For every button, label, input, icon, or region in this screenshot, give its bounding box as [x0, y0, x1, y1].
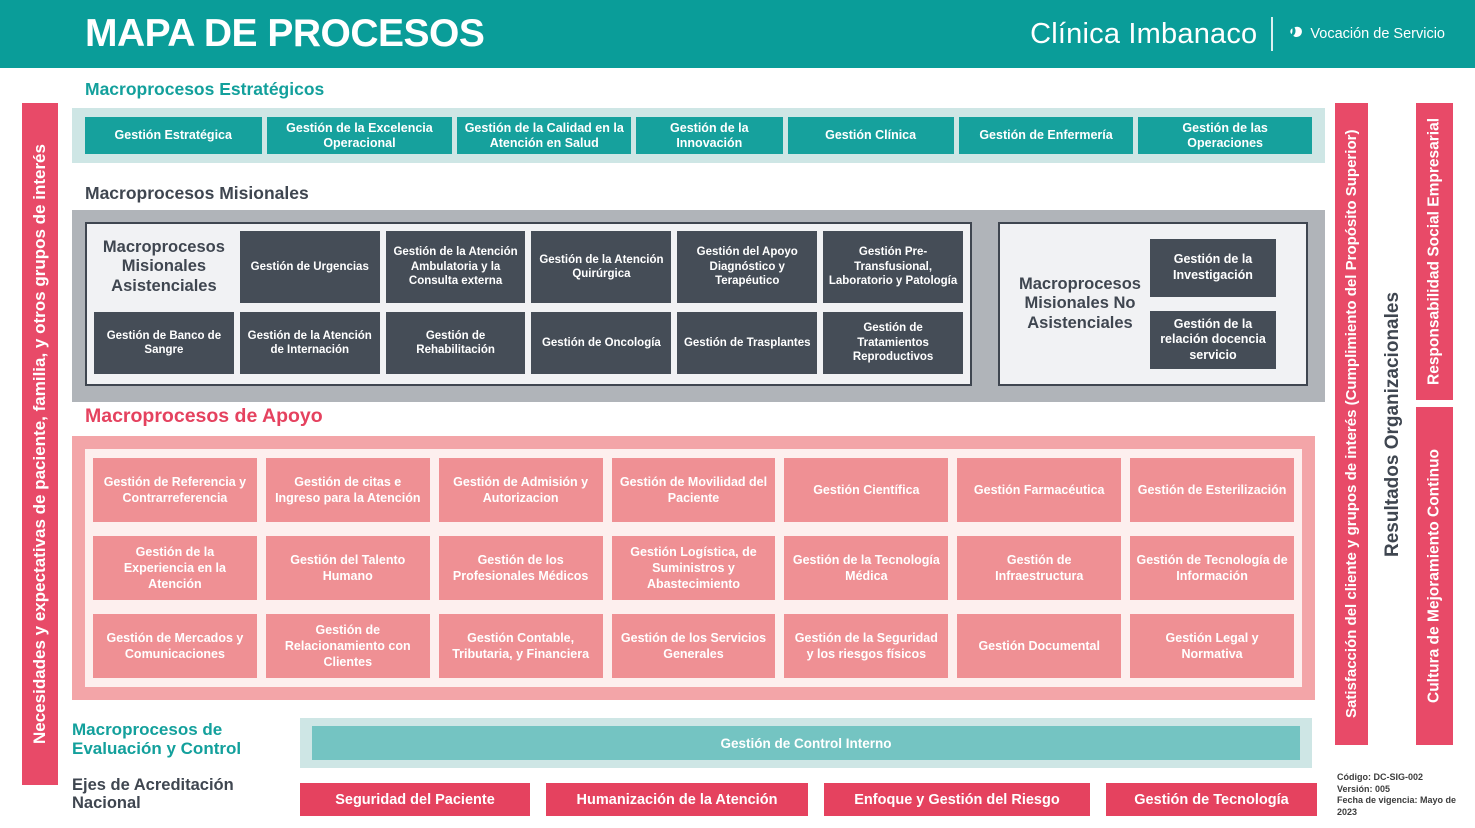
apoyo-item: Gestión Farmacéutica — [957, 458, 1122, 522]
cultura-bar: Cultura de Mejoramiento Continuo — [1416, 407, 1453, 745]
misional-item: Gestión de Urgencias — [239, 231, 380, 303]
control-interno-box: Gestión de Control Interno — [312, 726, 1300, 760]
apoyo-item: Gestión de Admisión y Autorizacion — [438, 458, 603, 522]
eje-item: Enfoque y Gestión del Riesgo — [824, 783, 1090, 816]
header-bar: MAPA DE PROCESOS Clínica Imbanaco Vocaci… — [0, 0, 1475, 68]
apoyo-item: Gestión de Esterilización — [1130, 458, 1294, 522]
misional-item: Gestión de Tratamientos Reproductivos — [823, 312, 963, 374]
apoyo-item: Gestión de Relacionamiento con Clientes — [265, 614, 430, 678]
apoyo-item: Gestión de Referencia y Contrarreferenci… — [93, 458, 257, 522]
left-needs-bar: Necesidades y expectativas de paciente, … — [22, 103, 58, 785]
misional-item: Gestión del Apoyo Diagnóstico y Terapéut… — [677, 231, 818, 303]
misional-item: Gestión de la Atención de Internación — [239, 312, 380, 374]
misional-item: Gestión de Oncología — [531, 312, 672, 374]
apoyo-item: Gestión de Mercados y Comunicaciones — [93, 614, 257, 678]
apoyo-item: Gestión de Tecnología de Información — [1130, 536, 1294, 600]
brand-divider — [1271, 17, 1274, 51]
resultados-label: Resultados Organizacionales — [1382, 291, 1403, 557]
misionales-band: Macroprocesos Misionales Asistenciales G… — [72, 210, 1325, 402]
strategic-item: Gestión de la Calidad en la Atención en … — [457, 117, 632, 154]
apoyo-band: Gestión de Referencia y Contrarreferenci… — [72, 436, 1315, 700]
misional-item: Gestión de Trasplantes — [677, 312, 818, 374]
strategic-item: Gestión de las Operaciones — [1138, 117, 1312, 154]
heart-logo-icon — [1290, 26, 1303, 37]
apoyo-item: Gestión de los Servicios Generales — [611, 614, 776, 678]
brand-block: Clínica Imbanaco Vocación de Servicio — [1030, 17, 1445, 51]
apoyo-grid: Gestión de Referencia y Contrarreferenci… — [85, 449, 1302, 687]
apoyo-item: Gestión de Movilidad del Paciente — [611, 458, 776, 522]
apoyo-item: Gestión de la Tecnología Médica — [784, 536, 949, 600]
apoyo-item: Gestión Contable, Tributaria, y Financie… — [438, 614, 603, 678]
strategic-item: Gestión de la Innovación — [636, 117, 783, 154]
responsabilidad-bar: Responsabilidad Social Empresarial — [1416, 103, 1453, 400]
evaluacion-heading: Macroprocesos de Evaluación y Control — [72, 720, 241, 758]
apoyo-item: Gestión de la Experiencia en la Atención — [93, 536, 257, 600]
meta-version: Versión: 005 — [1337, 783, 1391, 794]
misional-item: Gestión Pre-Transfusional, Laboratorio y… — [823, 231, 963, 303]
misional-item: Gestión de la relación docencia servicio — [1150, 311, 1276, 369]
eje-item: Seguridad del Paciente — [300, 783, 530, 816]
apoyo-item: Gestión Legal y Normativa — [1130, 614, 1294, 678]
misional-item: Gestión de la Atención Ambulatoria y la … — [385, 231, 526, 303]
misional-item: Gestión de la Investigación — [1150, 239, 1276, 297]
misional-item: Gestión de la Atención Quirúrgica — [531, 231, 672, 303]
no-asistenciales-items: Gestión de la Investigación Gestión de l… — [1150, 239, 1276, 369]
page-title: MAPA DE PROCESOS — [85, 12, 485, 55]
ejes-row: Seguridad del Paciente Humanización de l… — [300, 783, 1317, 816]
meta-vigencia: Fecha de vigencia: Mayo de 2023 — [1337, 795, 1457, 818]
misional-item: Gestión de Rehabilitación — [385, 312, 526, 374]
satisfaccion-bar: Satisfacción del cliente y grupos de int… — [1335, 103, 1368, 745]
asistenciales-label: Macroprocesos Misionales Asistenciales — [102, 237, 225, 295]
eje-item: Gestión de Tecnología — [1106, 783, 1317, 816]
asistenciales-panel: Macroprocesos Misionales Asistenciales G… — [85, 222, 972, 386]
brand-tagline: Vocación de Servicio — [1287, 26, 1445, 43]
apoyo-item: Gestión de Infraestructura — [957, 536, 1122, 600]
evaluacion-heading-line1: Macroprocesos de — [72, 720, 223, 739]
strategic-item: Gestión Clínica — [787, 117, 954, 154]
apoyo-heading: Macroprocesos de Apoyo — [85, 405, 323, 427]
misionales-heading: Macroprocesos Misionales — [85, 183, 309, 203]
brand-name: Clínica Imbanaco — [1030, 17, 1258, 50]
apoyo-item: Gestión de citas e Ingreso para la Atenc… — [265, 458, 430, 522]
apoyo-item: Gestión Científica — [784, 458, 949, 522]
strategic-band: Gestión Estratégica Gestión de la Excele… — [72, 108, 1325, 163]
strategic-item: Gestión Estratégica — [85, 117, 262, 154]
apoyo-item: Gestión Logística, de Suministros y Abas… — [611, 536, 776, 600]
meta-codigo: Código: DC-SIG-002 — [1337, 772, 1424, 782]
document-meta: Código: DC-SIG-002 Versión: 005 Fecha de… — [1337, 772, 1475, 819]
eje-item: Humanización de la Atención — [546, 783, 808, 816]
ejes-heading: Ejes de Acreditación Nacional — [72, 776, 234, 813]
no-asistenciales-label: Macroprocesos Misionales No Asistenciale… — [1019, 274, 1141, 332]
strategic-item: Gestión de la Excelencia Operacional — [266, 117, 453, 154]
apoyo-item: Gestión Documental — [957, 614, 1122, 678]
no-asistenciales-panel: Macroprocesos Misionales No Asistenciale… — [998, 222, 1308, 386]
evaluacion-band: Gestión de Control Interno — [300, 718, 1312, 768]
apoyo-item: Gestión de la Seguridad y los riesgos fí… — [784, 614, 949, 678]
ejes-heading-line1: Ejes de Acreditación — [72, 776, 234, 794]
ejes-heading-line2: Nacional — [72, 794, 141, 813]
strategic-item: Gestión de Enfermería — [958, 117, 1134, 154]
brand-tagline-label: Vocación de Servicio — [1310, 26, 1445, 42]
apoyo-item: Gestión de los Profesionales Médicos — [438, 536, 603, 600]
apoyo-item: Gestión del Talento Humano — [265, 536, 430, 600]
misional-item: Gestión de Banco de Sangre — [94, 312, 234, 374]
strategic-heading: Macroprocesos Estratégicos — [85, 79, 325, 99]
evaluacion-heading-line2: Evaluación y Control — [72, 739, 242, 759]
